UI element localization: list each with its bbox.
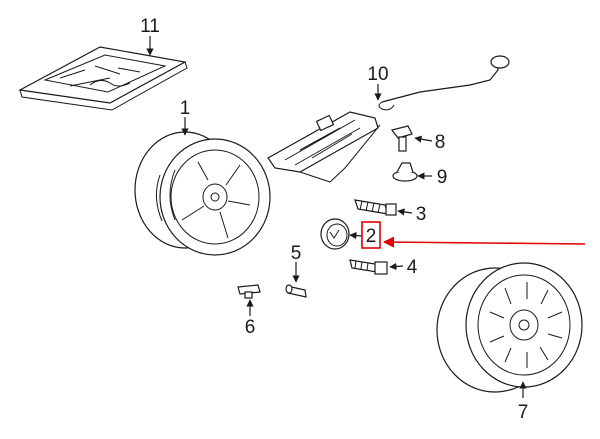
- callout-11[interactable]: 11: [140, 16, 160, 37]
- part-2-center-cap: [320, 218, 350, 250]
- part-10-jack: [267, 55, 510, 183]
- part-8-bolt: [390, 125, 413, 152]
- callout-9[interactable]: 9: [437, 167, 448, 188]
- part-3-lug-bolt: [354, 199, 397, 216]
- callout-3[interactable]: 3: [416, 204, 427, 225]
- leader-4: [389, 262, 404, 271]
- callout-6[interactable]: 6: [245, 317, 256, 338]
- leader-3: [397, 208, 413, 216]
- leader-8: [414, 135, 433, 143]
- part-4-wheel-nut: [349, 259, 388, 275]
- part-9-wing-nut: [392, 162, 418, 182]
- part-1-wheel: [134, 131, 271, 256]
- callout-10[interactable]: 10: [367, 64, 388, 85]
- leader-2: [349, 231, 363, 240]
- callout-2-pointer-arrow: [382, 236, 586, 248]
- callout-5[interactable]: 5: [291, 243, 302, 264]
- callout-4[interactable]: 4: [407, 257, 418, 278]
- part-7-tire: [436, 262, 583, 393]
- part-6-balance-weight: [237, 284, 261, 299]
- callout-2-highlight-box: [361, 221, 381, 249]
- callout-1[interactable]: 1: [180, 98, 191, 119]
- callout-7[interactable]: 7: [518, 402, 529, 423]
- part-11-floor-mat: [18, 46, 188, 111]
- callout-8[interactable]: 8: [435, 132, 446, 153]
- part-5-valve-stem: [285, 284, 307, 298]
- callout-2[interactable]: 2: [366, 226, 377, 247]
